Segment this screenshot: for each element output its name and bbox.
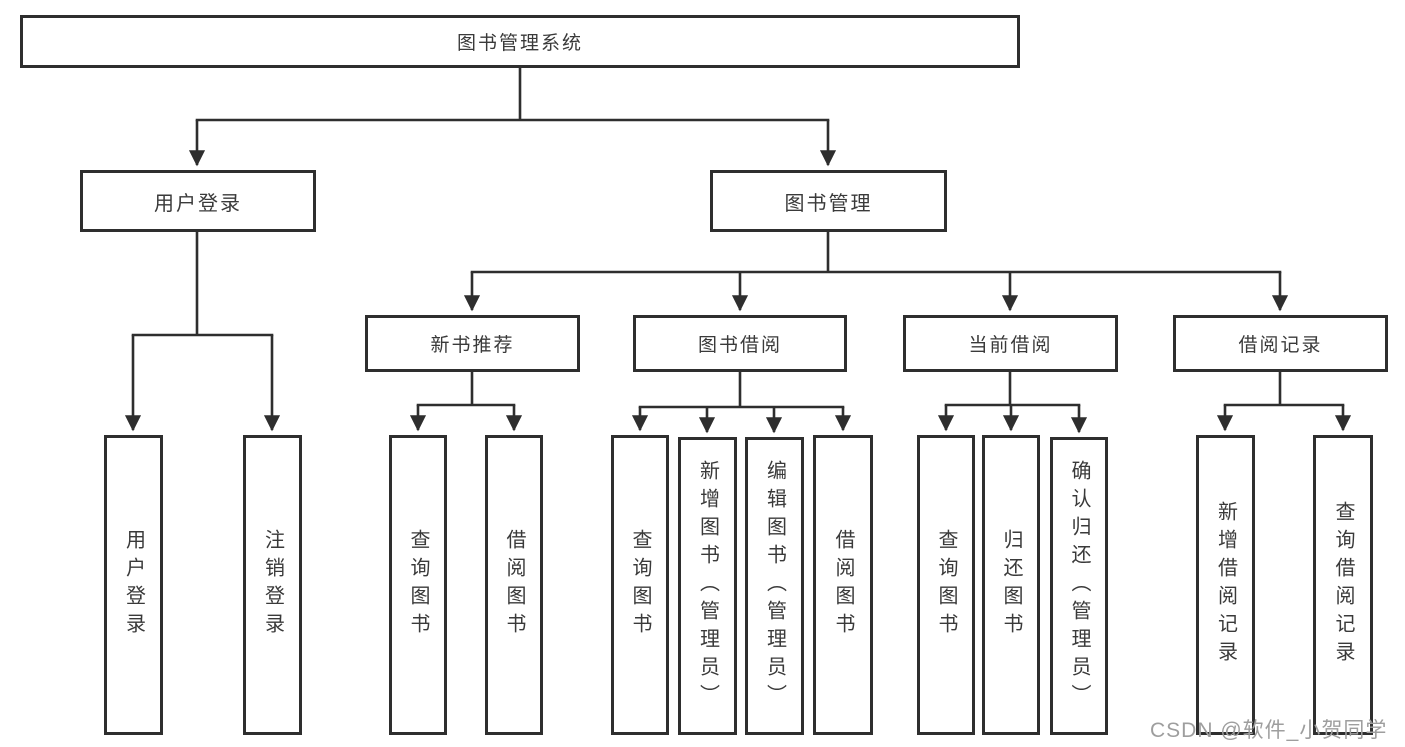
node-label: 借阅记录 [1238, 335, 1323, 356]
node-label: 归还图书 [1000, 529, 1022, 641]
leaf-logout: 注销登录 [243, 435, 302, 735]
node-label: 图书管理系统 [456, 33, 583, 54]
node-label: 借阅图书 [503, 529, 525, 641]
node-current-borrowing: 当前借阅 [903, 315, 1118, 372]
node-label: 当前借阅 [968, 335, 1053, 356]
node-root-book-management-system: 图书管理系统 [20, 15, 1020, 68]
node-label: 新书推荐 [430, 335, 515, 356]
node-label: 借阅图书 [832, 529, 854, 641]
leaf-query-book-cb: 查询图书 [917, 435, 975, 735]
leaf-user-login: 用户登录 [104, 435, 163, 735]
leaf-return-book: 归还图书 [982, 435, 1040, 735]
node-book-borrowing: 图书借阅 [633, 315, 847, 372]
node-borrowing-records: 借阅记录 [1173, 315, 1388, 372]
node-label: 图书管理 [784, 192, 873, 215]
node-label: 用户登录 [154, 192, 242, 215]
leaf-borrow-book-bb: 借阅图书 [813, 435, 873, 735]
leaf-confirm-return-admin: 确认归还（管理员） [1050, 437, 1108, 735]
node-label: 注销登录 [261, 529, 284, 641]
node-label: 确认归还（管理员） [1068, 460, 1090, 712]
connectors [124, 68, 1352, 434]
node-new-book-recommendation: 新书推荐 [365, 315, 580, 372]
node-label: 用户登录 [122, 529, 145, 641]
node-user-login: 用户登录 [80, 170, 316, 232]
csdn-watermark: CSDN @软件_小贺同学 [1150, 719, 1388, 742]
node-label: 查询图书 [935, 529, 957, 641]
leaf-query-book-rec: 查询图书 [389, 435, 447, 735]
leaf-add-borrow-record: 新增借阅记录 [1196, 435, 1255, 735]
node-label: 新增图书（管理员） [696, 460, 719, 712]
node-book-management: 图书管理 [710, 170, 947, 232]
node-label: 编辑图书（管理员） [763, 460, 786, 712]
node-label: 查询图书 [629, 529, 651, 641]
leaf-query-borrow-record: 查询借阅记录 [1313, 435, 1373, 735]
leaf-query-book-bb: 查询图书 [611, 435, 669, 735]
node-label: 查询借阅记录 [1332, 501, 1354, 669]
node-label: 新增借阅记录 [1214, 501, 1237, 669]
leaf-edit-book-admin: 编辑图书（管理员） [745, 437, 804, 735]
node-label: 查询图书 [407, 529, 429, 641]
node-label: 图书借阅 [697, 335, 782, 356]
leaf-add-book-admin: 新增图书（管理员） [678, 437, 737, 735]
leaf-borrow-book-rec: 借阅图书 [485, 435, 543, 735]
